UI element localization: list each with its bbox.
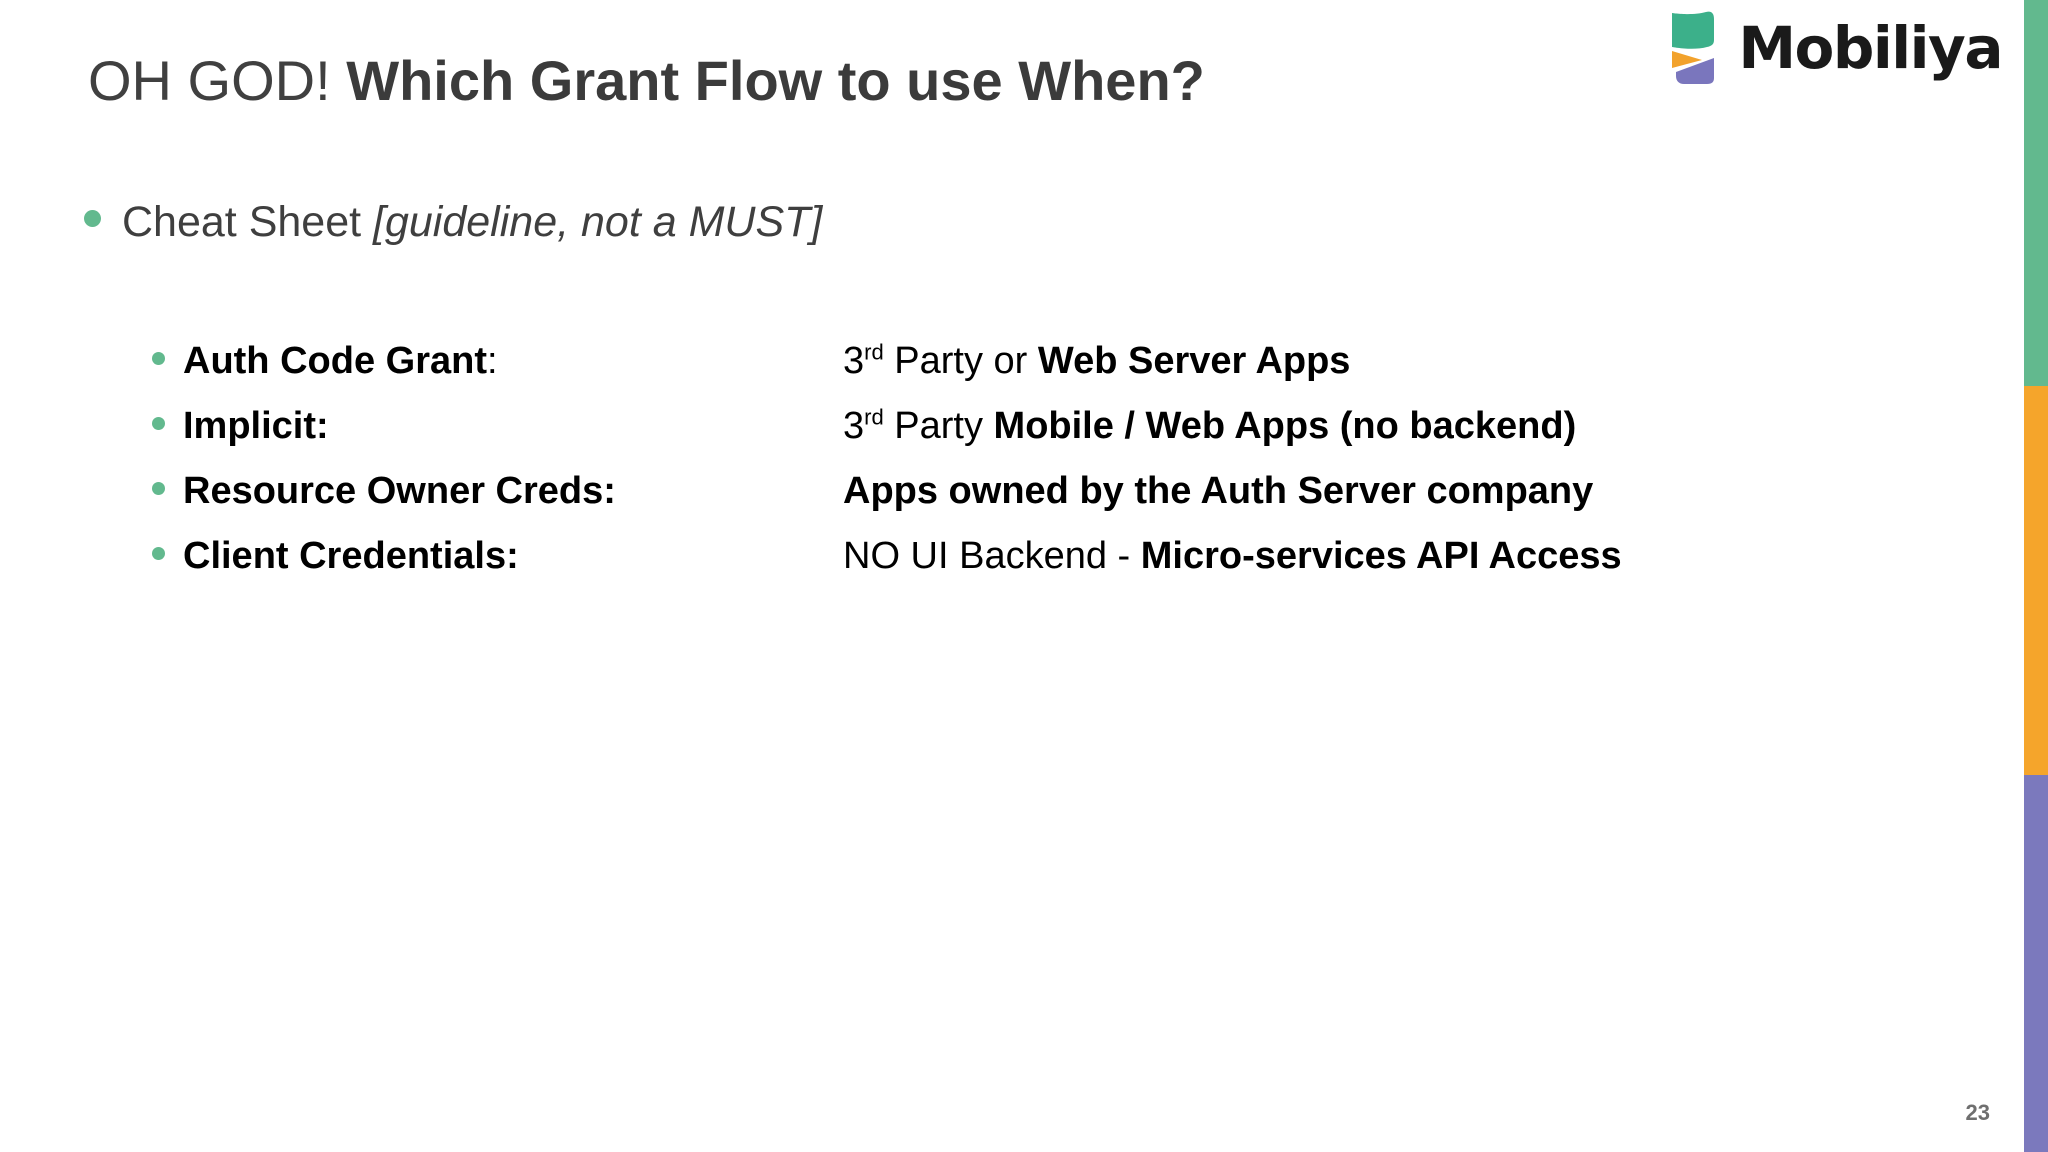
edge-bar-purple	[2024, 775, 2048, 1152]
usage-bold: Apps owned by the Auth Server company	[843, 470, 1594, 512]
list-item: Resource Owner Creds: Apps owned by the …	[152, 470, 1622, 535]
usage-prefix: 3	[843, 405, 865, 447]
list-item: Auth Code Grant: 3rd Party or Web Server…	[152, 340, 1622, 405]
edge-bar-orange	[2024, 386, 2048, 775]
grant-type-name: Resource Owner Creds:	[183, 470, 616, 512]
title-bold-part: Which Grant Flow to use When?	[346, 49, 1205, 112]
usage-bold: Micro-services API Access	[1140, 535, 1622, 577]
list-item: Implicit: 3rd Party Mobile / Web Apps (n…	[152, 405, 1622, 470]
usage-regular: Party or	[883, 340, 1038, 382]
bullet-dot-icon	[152, 482, 165, 495]
grant-type-name: Client Credentials:	[183, 535, 519, 577]
usage-regular: Party	[883, 405, 994, 447]
usage-prefix: 3	[843, 340, 865, 382]
bullet-dot-icon	[152, 417, 165, 430]
mobiliya-mark-icon	[1672, 11, 1715, 84]
grant-type-colon: :	[486, 340, 498, 382]
usage-bold: Web Server Apps	[1037, 340, 1351, 382]
usage-regular: NO UI Backend -	[843, 535, 1141, 577]
grant-type-usage: NO UI Backend - Micro-services API Acces…	[843, 535, 1622, 578]
grant-type-usage: 3rd Party Mobile / Web Apps (no backend)	[843, 405, 1576, 448]
grant-type-label: Implicit:	[183, 405, 843, 448]
intro-bullet-text: Cheat Sheet [guideline, not a MUST]	[122, 198, 822, 247]
edge-color-bars	[2024, 0, 2048, 1152]
bullet-dot-icon	[152, 352, 165, 365]
intro-bullet-label: Cheat Sheet	[122, 198, 374, 246]
grant-type-label: Auth Code Grant:	[183, 340, 843, 383]
brand-logo: Mobiliya	[1662, 10, 2003, 86]
edge-bar-green	[2024, 0, 2048, 386]
page-number: 23	[1965, 1100, 1990, 1125]
usage-bold: Mobile / Web Apps (no backend)	[993, 405, 1577, 447]
list-item: Client Credentials: NO UI Backend - Micr…	[152, 535, 1622, 600]
grant-type-name: Auth Code Grant	[183, 340, 487, 382]
grant-type-label: Resource Owner Creds:	[183, 470, 843, 513]
logo-wordmark: Mobiliya	[1738, 14, 2003, 82]
intro-bullet-item: Cheat Sheet [guideline, not a MUST]	[84, 198, 822, 247]
usage-ordinal-suffix: rd	[864, 339, 884, 365]
cheat-sheet-list: Auth Code Grant: 3rd Party or Web Server…	[152, 340, 1622, 600]
intro-bullet-note: [guideline, not a MUST]	[373, 198, 823, 246]
grant-type-label: Client Credentials:	[183, 535, 843, 578]
bullet-dot-icon	[84, 210, 101, 227]
grant-type-name: Implicit:	[183, 405, 329, 447]
title-light-part: OH GOD!	[88, 49, 347, 112]
usage-ordinal-suffix: rd	[864, 404, 884, 430]
grant-type-usage: 3rd Party or Web Server Apps	[843, 340, 1350, 383]
bullet-dot-icon	[152, 547, 165, 560]
grant-type-usage: Apps owned by the Auth Server company	[843, 470, 1593, 513]
page-title: OH GOD! Which Grant Flow to use When?	[88, 50, 1205, 112]
